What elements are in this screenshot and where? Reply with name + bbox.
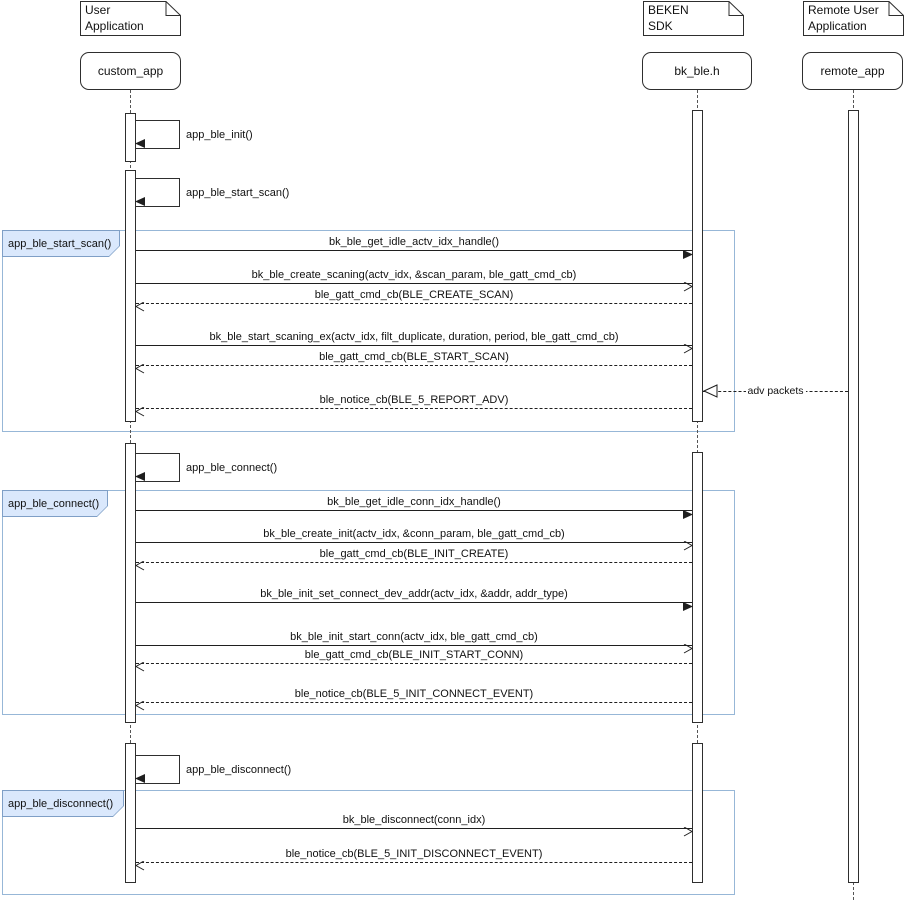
- frame-label-text: app_ble_connect(): [8, 497, 100, 510]
- arrowhead-filled-right-icon: [683, 506, 693, 524]
- self-message-app-ble-disconnect: app_ble_disconnect(): [135, 755, 291, 784]
- activation-custom-init: [125, 113, 136, 162]
- frame-label-disconnect: app_ble_disconnect(): [2, 790, 124, 817]
- message-label: ble_gatt_cmd_cb(BLE_CREATE_SCAN): [314, 289, 514, 301]
- participant-custom-app: custom_app: [80, 52, 181, 90]
- message-label: ble_notice_cb(BLE_5_REPORT_ADV): [319, 394, 509, 406]
- arrowhead-open-left-icon: [134, 858, 145, 876]
- activation-custom-connect: [125, 443, 136, 723]
- frame-start-scan: [2, 230, 735, 432]
- arrowhead-open-left-icon: [134, 404, 145, 422]
- message-label: ble_notice_cb(BLE_5_INIT_CONNECT_EVENT): [294, 688, 534, 700]
- message-label: bk_ble_disconnect(conn_idx): [342, 814, 486, 826]
- arrowhead-open-left-icon: [134, 361, 145, 379]
- message-label: ble_gatt_cmd_cb(BLE_START_SCAN): [319, 351, 509, 363]
- message-label: bk_ble_get_idle_conn_idx_handle(): [327, 496, 501, 508]
- arrowhead-filled-left-icon: [135, 193, 145, 211]
- message-label: bk_ble_init_set_connect_dev_addr(actv_id…: [260, 588, 568, 600]
- message-notice-report-adv: ble_notice_cb(BLE_5_REPORT_ADV): [134, 394, 692, 417]
- message-label: ble_notice_cb(BLE_5_INIT_DISCONNECT_EVEN…: [285, 848, 543, 860]
- note-line: Application: [85, 18, 144, 33]
- arrowhead-open-left-icon: [134, 558, 145, 576]
- arrowhead-filled-left-icon: [135, 135, 145, 153]
- note-line: SDK: [648, 18, 673, 33]
- arrowhead-filled-right-icon: [683, 246, 693, 264]
- self-message-app-ble-start-scan: app_ble_start_scan(): [135, 178, 289, 207]
- message-label: bk_ble_create_scaning(actv_idx, &scan_pa…: [251, 269, 577, 281]
- arrowhead-open-left-icon: [134, 299, 145, 317]
- self-message-label: app_ble_init(): [186, 129, 253, 141]
- message-cb-init-create: ble_gatt_cmd_cb(BLE_INIT_CREATE): [134, 548, 692, 571]
- self-message-app-ble-connect: app_ble_connect(): [135, 453, 277, 482]
- self-message-label: app_ble_start_scan(): [186, 187, 290, 199]
- participant-label: remote_app: [820, 64, 885, 78]
- note-shape-icon: [80, 1, 181, 36]
- note-beken-sdk: BEKEN SDK: [643, 1, 744, 36]
- arrowhead-open-right-icon: [683, 341, 694, 359]
- arrowhead-open-right-icon: [683, 824, 694, 842]
- arrowhead-open-right-icon: [683, 641, 694, 659]
- arrowhead-open-left-icon: [134, 659, 145, 677]
- message-label: adv packets: [745, 385, 806, 397]
- message-cb-init-start-conn: ble_gatt_cmd_cb(BLE_INIT_START_CONN): [134, 649, 692, 672]
- activation-custom-scan: [125, 170, 136, 422]
- note-line: User: [85, 3, 111, 17]
- note-shape-icon: [643, 1, 744, 36]
- message-notice-init-disconnect-event: ble_notice_cb(BLE_5_INIT_DISCONNECT_EVEN…: [134, 848, 692, 871]
- participant-label: custom_app: [97, 64, 164, 78]
- message-label: bk_ble_init_start_conn(actv_idx, ble_gat…: [290, 631, 538, 643]
- message-init-start-conn: bk_ble_init_start_conn(actv_idx, ble_gat…: [136, 631, 694, 654]
- participant-remote-app: remote_app: [802, 52, 903, 90]
- frame-label-text: app_ble_disconnect(): [8, 797, 114, 810]
- note-remote-user-application: Remote User Application: [803, 1, 904, 36]
- message-create-scaning: bk_ble_create_scaning(actv_idx, &scan_pa…: [136, 269, 694, 292]
- message-get-idle-conn-idx: bk_ble_get_idle_conn_idx_handle(): [136, 496, 693, 519]
- frame-connect: [2, 490, 735, 715]
- message-create-init: bk_ble_create_init(actv_idx, &conn_param…: [136, 528, 694, 551]
- message-adv-packets: adv packets: [702, 384, 848, 398]
- message-label: ble_gatt_cmd_cb(BLE_INIT_START_CONN): [304, 649, 524, 661]
- message-cb-start-scan: ble_gatt_cmd_cb(BLE_START_SCAN): [134, 351, 692, 374]
- arrowhead-open-left-icon: [134, 698, 145, 716]
- arrowhead-open-triangle-left-icon: [702, 384, 718, 403]
- message-label: bk_ble_start_scaning_ex(actv_idx, filt_d…: [209, 331, 619, 343]
- message-label: bk_ble_create_init(actv_idx, &conn_param…: [263, 528, 565, 540]
- activation-remote: [848, 110, 859, 883]
- arrowhead-open-right-icon: [683, 538, 694, 556]
- note-line: Remote User: [808, 3, 879, 17]
- note-line: BEKEN: [648, 3, 689, 17]
- arrowhead-open-right-icon: [683, 279, 694, 297]
- activation-bkble-scan: [692, 110, 703, 422]
- message-get-idle-actv-idx: bk_ble_get_idle_actv_idx_handle(): [136, 236, 693, 259]
- participant-label: bk_ble.h: [674, 64, 720, 78]
- arrowhead-filled-left-icon: [135, 468, 145, 486]
- message-disconnect: bk_ble_disconnect(conn_idx): [136, 814, 694, 837]
- participant-bk-ble: bk_ble.h: [642, 52, 752, 90]
- arrowhead-filled-right-icon: [683, 598, 693, 616]
- message-start-scaning-ex: bk_ble_start_scaning_ex(actv_idx, filt_d…: [136, 331, 694, 354]
- note-shape-icon: [803, 1, 904, 36]
- message-notice-init-connect-event: ble_notice_cb(BLE_5_INIT_CONNECT_EVENT): [134, 688, 692, 711]
- self-message-label: app_ble_connect(): [186, 462, 278, 474]
- frame-label-connect: app_ble_connect(): [2, 490, 108, 517]
- frame-label-text: app_ble_start_scan(): [8, 237, 112, 250]
- message-set-connect-dev-addr: bk_ble_init_set_connect_dev_addr(actv_id…: [136, 588, 693, 611]
- note-user-application: User Application: [80, 1, 181, 36]
- note-line: Application: [808, 18, 867, 33]
- activation-bkble-disconnect: [692, 743, 703, 883]
- message-label: ble_gatt_cmd_cb(BLE_INIT_CREATE): [319, 548, 509, 560]
- frame-label-start-scan: app_ble_start_scan(): [2, 230, 120, 257]
- arrowhead-filled-left-icon: [135, 770, 145, 788]
- frame-disconnect: [2, 790, 735, 895]
- message-label: bk_ble_get_idle_actv_idx_handle(): [328, 236, 499, 248]
- self-message-app-ble-init: app_ble_init(): [135, 120, 253, 149]
- activation-custom-disconnect: [125, 743, 136, 883]
- activation-bkble-connect: [692, 452, 703, 723]
- self-message-label: app_ble_disconnect(): [186, 764, 292, 776]
- message-cb-create-scan: ble_gatt_cmd_cb(BLE_CREATE_SCAN): [134, 289, 692, 312]
